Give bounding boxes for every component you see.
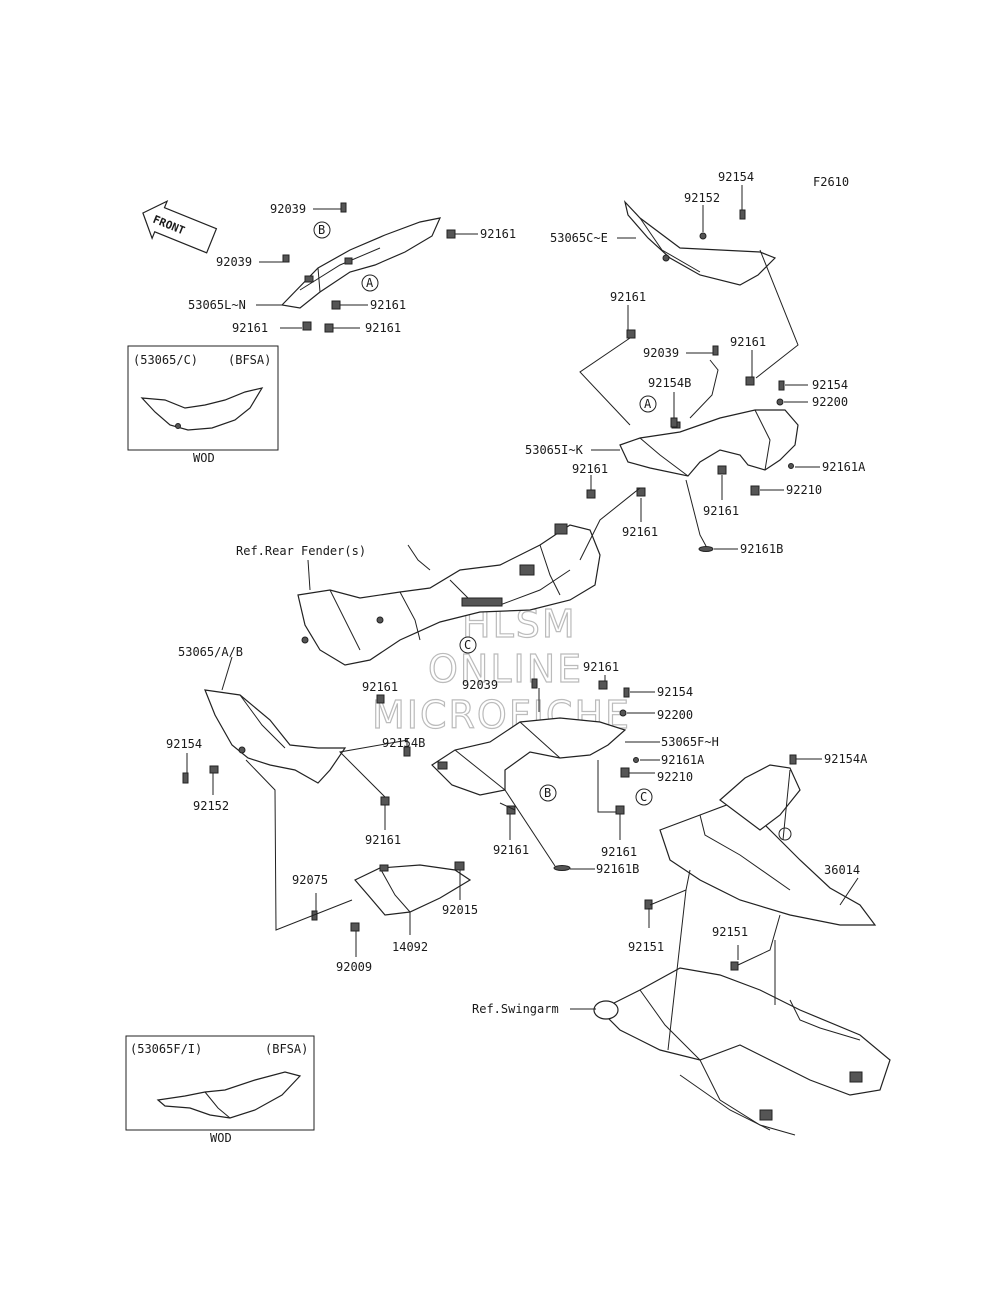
label-92161-m: 92161	[493, 843, 529, 857]
marker-b-top: B	[318, 223, 325, 237]
label-92161-g: 92161	[572, 462, 608, 476]
label-14092: 14092	[392, 940, 428, 954]
label-92161-h: 92161	[622, 525, 658, 539]
swingarm-cover-36014	[659, 764, 877, 926]
label-92161B-a: 92161B	[740, 542, 783, 556]
swingarm	[593, 967, 891, 1136]
label-53065I-K: 53065I~K	[525, 443, 584, 457]
inset-bottom-variant: (BFSA)	[265, 1042, 308, 1056]
label-53065L-N: 53065L~N	[188, 298, 246, 312]
label-92210-a: 92210	[786, 483, 822, 497]
cover-53065C-E	[623, 199, 777, 286]
label-92161A-b: 92161A	[661, 753, 705, 767]
ref-rear-fender: Ref.Rear Fender(s)	[236, 544, 366, 558]
rear-fender-assembly	[297, 523, 601, 666]
marker-c-low: C	[640, 790, 647, 804]
label-92161A-a: 92161A	[822, 460, 866, 474]
cover-53065-A-B	[204, 689, 347, 784]
label-92154A: 92154A	[824, 752, 868, 766]
label-53065-A-B: 53065/A/B	[178, 645, 243, 659]
inset-top-code: (53065/C)	[133, 353, 198, 367]
label-36014: 36014	[824, 863, 860, 877]
label-92161-k: 92161	[362, 680, 398, 694]
chain-guard-14092	[354, 861, 472, 916]
label-92161-f: 92161	[730, 335, 766, 349]
inset-bottom-caption: WOD	[210, 1131, 232, 1145]
cover-53065L-N	[280, 217, 442, 309]
label-53065F-H: 53065F~H	[661, 735, 719, 749]
label-53065C-E: 53065C~E	[550, 231, 608, 245]
label-92154B-a: 92154B	[648, 376, 691, 390]
label-92200-a: 92200	[812, 395, 848, 409]
label-92039-a: 92039	[270, 202, 306, 216]
label-92161-i: 92161	[703, 504, 739, 518]
label-92161-j: 92161	[583, 660, 619, 674]
watermark-line-2: ONLINE	[428, 647, 583, 691]
label-92161-b: 92161	[370, 298, 406, 312]
label-92154-a: 92154	[718, 170, 754, 184]
inset-bottom-code: (53065F/I)	[130, 1042, 202, 1056]
leader-lines	[186, 185, 859, 1051]
label-92152-a: 92152	[684, 191, 720, 205]
label-92161-n: 92161	[601, 845, 637, 859]
label-92161-c: 92161	[232, 321, 268, 335]
marker-a-top: A	[366, 276, 374, 290]
label-92154-d: 92154	[166, 737, 202, 751]
label-92161-a: 92161	[480, 227, 516, 241]
label-92161-d: 92161	[365, 321, 401, 335]
inset-bottom: (53065F/I) (BFSA) WOD	[125, 1035, 315, 1145]
marker-b-low: B	[544, 786, 551, 800]
label-92161-e: 92161	[610, 290, 646, 304]
inset-top-caption: WOD	[193, 451, 215, 465]
label-92009: 92009	[336, 960, 372, 974]
label-92039-b: 92039	[216, 255, 252, 269]
inset-top: (53065/C) (BFSA) WOD	[127, 345, 279, 465]
cover-53065I-K	[619, 409, 799, 477]
inset-top-variant: (BFSA)	[228, 353, 271, 367]
front-arrow-icon: FRONT	[142, 199, 218, 254]
label-92015: 92015	[442, 903, 478, 917]
label-92151-a: 92151	[628, 940, 664, 954]
marker-c-mid: C	[464, 638, 471, 652]
marker-a-mid: A	[644, 397, 652, 411]
part-labels: 92154 92152 53065C~E 92039 92039 92161 5…	[166, 170, 868, 974]
label-92161-l: 92161	[365, 833, 401, 847]
label-92039-c: 92039	[643, 346, 679, 360]
cover-53065F-H	[431, 717, 627, 796]
circle-markers: A B A C B C	[313, 221, 657, 806]
label-92154B-b: 92154B	[382, 736, 425, 750]
label-92161B-b: 92161B	[596, 862, 639, 876]
label-92154-c: 92154	[657, 685, 693, 699]
label-92210-b: 92210	[657, 770, 693, 784]
label-92152-b: 92152	[193, 799, 229, 813]
label-92075: 92075	[292, 873, 328, 887]
label-92154-b: 92154	[812, 378, 848, 392]
label-92200-b: 92200	[657, 708, 693, 722]
figure-code: F2610	[813, 175, 849, 189]
label-92151-b: 92151	[712, 925, 748, 939]
label-92039-d: 92039	[462, 678, 498, 692]
ref-swingarm: Ref.Swingarm	[472, 1002, 559, 1016]
